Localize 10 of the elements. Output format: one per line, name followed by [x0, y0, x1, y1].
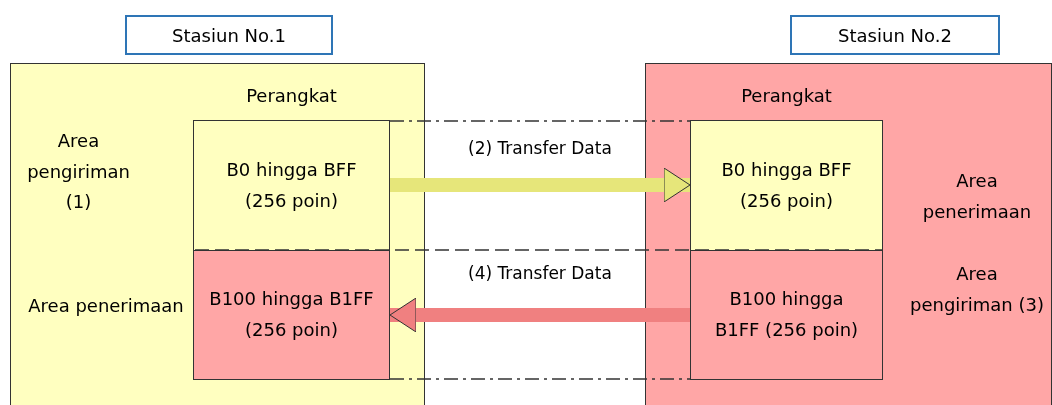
area-label: Area pengiriman (3) [909, 262, 1045, 317]
area-label: Area penerimaan [921, 169, 1033, 224]
arrow [390, 167, 691, 203]
arrow [389, 297, 690, 333]
area-label: Area penerimaan [27, 294, 185, 318]
area-label: Area pengiriman (1) [26, 129, 131, 215]
group-heading: Perangkat [740, 85, 833, 106]
group-heading: Perangkat [245, 85, 338, 106]
station-title: Stasiun No.2 [790, 15, 1000, 55]
station-title: Stasiun No.1 [125, 15, 333, 55]
